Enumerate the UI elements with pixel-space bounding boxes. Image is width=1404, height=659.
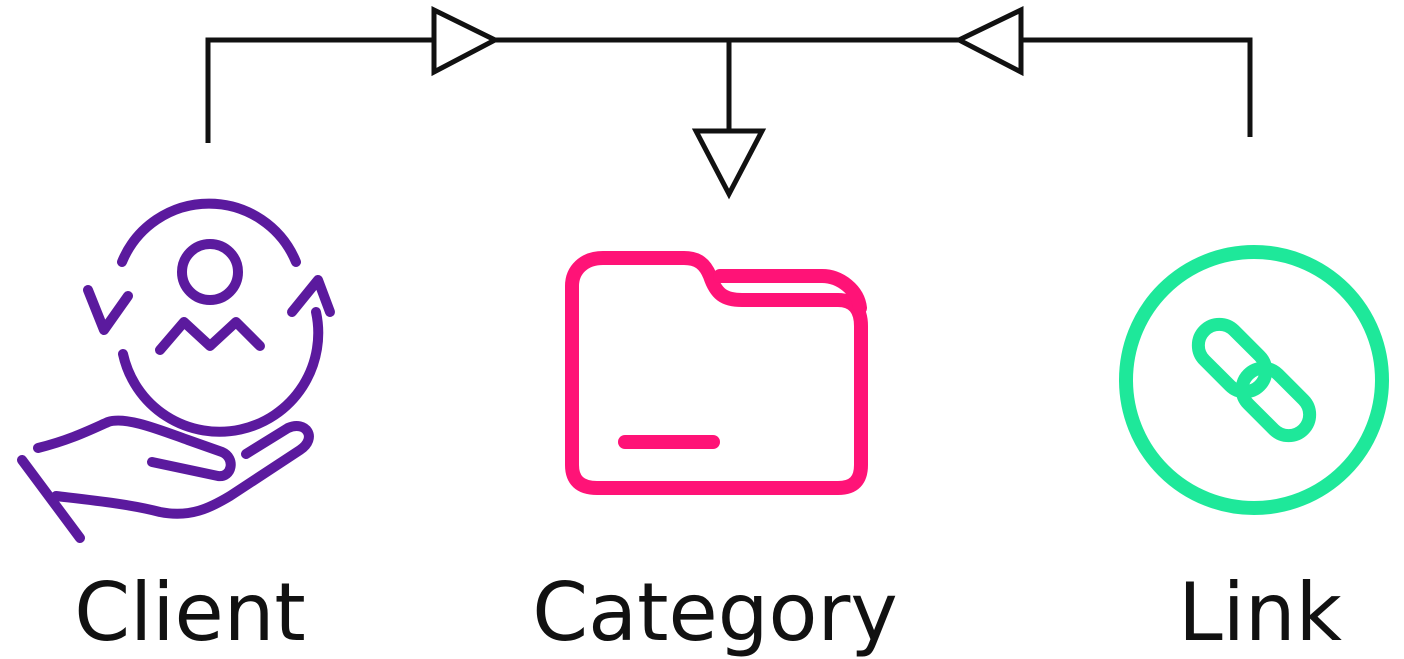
client-exchange-icon [17, 198, 335, 543]
client-label: Client [74, 566, 306, 659]
link-connector [1021, 37, 1253, 137]
arrow-down-icon [691, 128, 767, 200]
arrow-left-icon [953, 6, 1024, 77]
link-icon [1119, 245, 1389, 515]
link-label: Link [1178, 566, 1342, 659]
folder-icon [565, 251, 868, 495]
arrow-right-icon [431, 5, 501, 77]
category-label: Category [532, 566, 898, 659]
client-connector [205, 37, 434, 143]
connectors [205, 5, 1253, 200]
